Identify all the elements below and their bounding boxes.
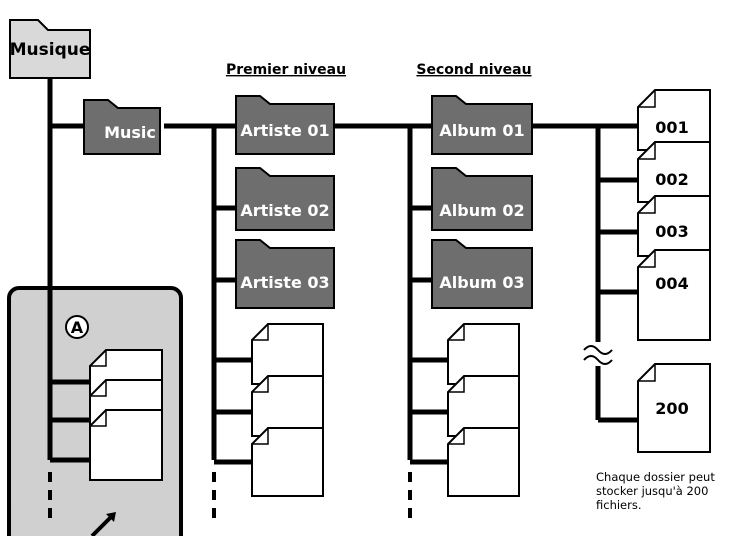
file-200[interactable]: 200 bbox=[637, 363, 711, 453]
file-item bbox=[251, 427, 324, 497]
folder-artiste-01-label: Artiste 01 bbox=[240, 121, 329, 140]
file-002[interactable]: 002 bbox=[637, 141, 711, 203]
folder-artiste-01[interactable]: Artiste 01 bbox=[235, 95, 335, 155]
marker-a-label: A bbox=[71, 318, 84, 337]
file-004[interactable]: 004 bbox=[637, 249, 711, 341]
file-003-label: 003 bbox=[655, 222, 688, 241]
capacity-note-line-3: fichiers. bbox=[596, 498, 642, 512]
break-symbol bbox=[583, 345, 613, 365]
root-folder-label: Musique bbox=[10, 40, 91, 60]
folder-music[interactable]: Music bbox=[83, 99, 161, 155]
file-002-label: 002 bbox=[655, 170, 688, 189]
capacity-note: Chaque dossier peut stocker jusqu'à 200 … bbox=[596, 470, 715, 512]
heading-second-level: Second niveau bbox=[416, 62, 531, 78]
folder-album-01[interactable]: Album 01 bbox=[431, 95, 533, 155]
folder-artiste-03[interactable]: Artiste 03 bbox=[235, 239, 335, 309]
folder-artiste-02[interactable]: Artiste 02 bbox=[235, 167, 335, 231]
marker-a: A bbox=[65, 315, 89, 339]
file-200-label: 200 bbox=[655, 399, 688, 418]
file-item bbox=[447, 427, 520, 497]
a-panel-file-stack bbox=[89, 349, 163, 481]
file-003[interactable]: 003 bbox=[637, 195, 711, 257]
file-004-label: 004 bbox=[655, 274, 688, 293]
folder-album-02[interactable]: Album 02 bbox=[431, 167, 533, 231]
file-001[interactable]: 001 bbox=[637, 89, 711, 151]
folder-album-01-label: Album 01 bbox=[439, 121, 524, 140]
heading-first-level: Premier niveau bbox=[226, 62, 346, 78]
artist-file-stack bbox=[251, 323, 324, 497]
root-folder-musique[interactable]: Musique bbox=[9, 19, 91, 79]
folder-music-label: Music bbox=[104, 123, 156, 142]
capacity-note-line-2: stocker jusqu'à 200 bbox=[596, 484, 708, 498]
pointer-arrow bbox=[90, 512, 116, 536]
folder-album-02-label: Album 02 bbox=[439, 201, 524, 220]
folder-artiste-03-label: Artiste 03 bbox=[240, 273, 329, 292]
folder-album-03-label: Album 03 bbox=[439, 273, 524, 292]
capacity-note-line-1: Chaque dossier peut bbox=[596, 470, 715, 484]
file-item bbox=[89, 409, 163, 481]
album-file-stack bbox=[447, 323, 520, 497]
folder-artiste-02-label: Artiste 02 bbox=[240, 201, 329, 220]
file-001-label: 001 bbox=[655, 118, 688, 137]
folder-album-03[interactable]: Album 03 bbox=[431, 239, 533, 309]
